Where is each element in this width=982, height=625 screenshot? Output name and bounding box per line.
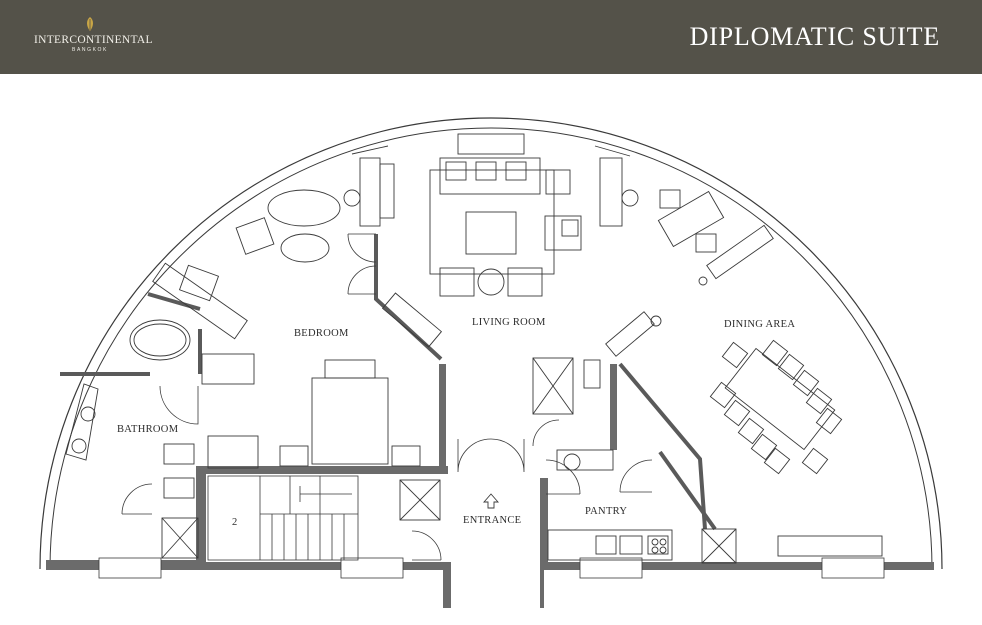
- stair-steps: [259, 476, 345, 560]
- living-room-furniture: [343, 133, 639, 297]
- label-pantry: PANTRY: [585, 506, 627, 517]
- dining-chairs: [709, 339, 843, 475]
- leaf-icon: [87, 17, 93, 31]
- shafts: [161, 357, 737, 564]
- label-dining-area: DINING AREA: [724, 319, 795, 330]
- doors: [121, 233, 653, 561]
- staircase: [207, 475, 359, 561]
- brand-name: INTERCONTINENTAL: [34, 34, 153, 46]
- inner-wall-arc: [49, 127, 933, 570]
- page-title: DIPLOMATIC SUITE: [689, 22, 940, 51]
- label-living-room: LIVING ROOM: [472, 317, 546, 328]
- floor-plan: 2: [39, 117, 943, 608]
- bedroom-furniture: [152, 189, 443, 467]
- bathroom-fixtures: [65, 319, 614, 499]
- header-bar: INTERCONTINENTAL BANGKOK DIPLOMATIC SUIT…: [0, 0, 982, 74]
- pantry-counter: [547, 529, 673, 561]
- outer-wall-arc: [39, 117, 943, 570]
- entrance-arrow-icon: [483, 493, 499, 509]
- brand-city: BANGKOK: [72, 47, 108, 53]
- bottom-windows: [98, 557, 885, 579]
- stair-number: 2: [232, 517, 238, 528]
- bottom-wall: [46, 364, 934, 608]
- label-bathroom: BATHROOM: [117, 424, 179, 435]
- label-entrance: ENTRANCE: [463, 515, 521, 526]
- brand-logo[interactable]: INTERCONTINENTAL BANGKOK: [34, 16, 153, 53]
- dining-area-furniture: [605, 189, 883, 557]
- label-bedroom: BEDROOM: [294, 328, 349, 339]
